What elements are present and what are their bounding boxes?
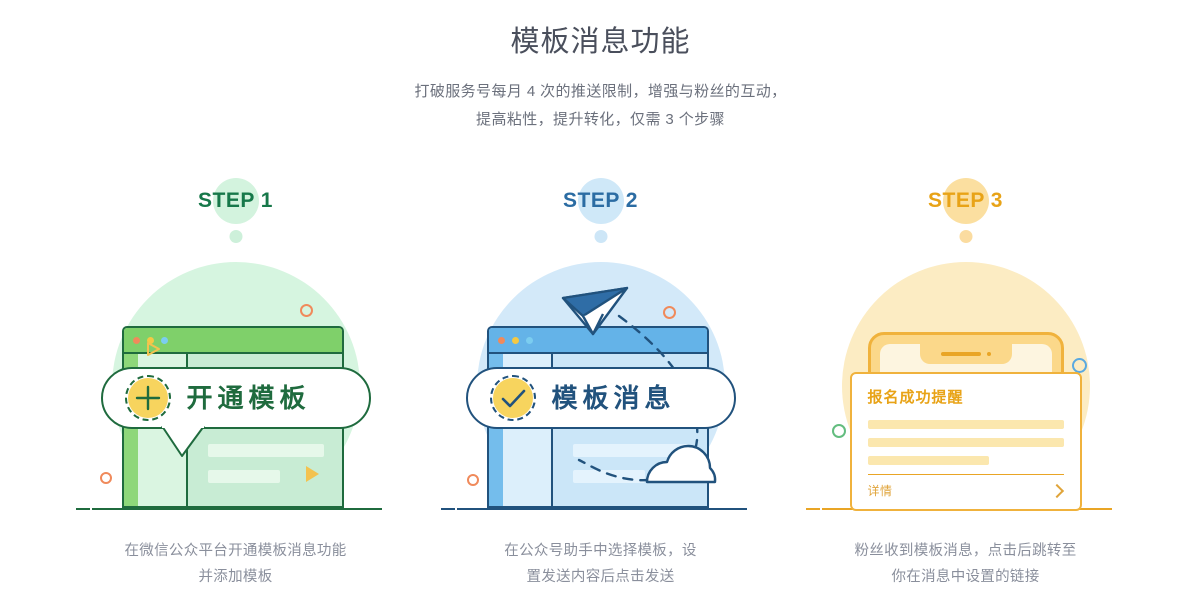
step-caption-3: 粉丝收到模板消息，点击后跳转至 你在消息中设置的链接 bbox=[816, 538, 1116, 590]
notification-text-placeholder bbox=[867, 420, 1064, 429]
step-badge-dot-icon bbox=[959, 230, 972, 243]
callout-tail bbox=[160, 424, 205, 457]
subtitle-line-1: 打破服务号每月 4 次的推送限制，增强与粉丝的互动， bbox=[414, 83, 787, 100]
camera-icon bbox=[986, 352, 991, 356]
plus-icon bbox=[124, 375, 171, 421]
check-icon bbox=[489, 375, 536, 421]
window-close-dot-icon bbox=[497, 336, 505, 344]
step-caption-1: 在微信公众平台开通模板消息功能 并添加模板 bbox=[86, 538, 386, 590]
ground-dash bbox=[75, 508, 90, 510]
page-title: 模板消息功能 bbox=[510, 26, 691, 58]
step-badge-circle-icon bbox=[942, 178, 989, 224]
notification-title: 报名成功提醒 bbox=[867, 389, 964, 406]
deco-ring-orange-2-icon bbox=[99, 472, 112, 484]
window-maximize-dot-icon bbox=[160, 336, 168, 344]
step-label-1: STEP 1 bbox=[198, 189, 273, 212]
step-badge-circle-icon bbox=[577, 178, 624, 224]
notification-detail-link[interactable]: 详情 bbox=[867, 484, 893, 498]
deco-ring-orange-icon bbox=[299, 304, 313, 317]
window-close-dot-icon bbox=[132, 336, 140, 344]
step-badge-dot-icon bbox=[594, 230, 607, 243]
callout-pill-label: 模板消息 bbox=[551, 383, 676, 413]
step-badge-dot-icon bbox=[229, 230, 242, 243]
ground-dash bbox=[440, 508, 455, 510]
chevron-right-icon bbox=[1049, 483, 1064, 498]
callout-pill-label: 开通模板 bbox=[186, 383, 311, 413]
content-placeholder-bar bbox=[207, 470, 280, 483]
phone-notch bbox=[919, 344, 1012, 364]
deco-ring-orange-2-icon bbox=[466, 474, 479, 486]
content-placeholder-bar bbox=[207, 444, 324, 457]
notification-text-placeholder bbox=[867, 438, 1064, 447]
caption-line-2: 你在消息中设置的链接 bbox=[891, 569, 1040, 585]
ground-line bbox=[456, 508, 747, 510]
page-subtitle: 打破服务号每月 4 次的推送限制，增强与粉丝的互动， 提高粘性，提升转化，仅需 … bbox=[0, 78, 1201, 134]
step-illustration-2: 模板消息 bbox=[440, 254, 751, 524]
caption-line-1: 在微信公众平台开通模板消息功能 bbox=[124, 543, 347, 559]
step-card-3: STEP 3 bbox=[783, 178, 1148, 590]
deco-ring-green-icon bbox=[831, 424, 846, 438]
step-label-3: STEP 3 bbox=[928, 189, 1003, 212]
window-maximize-dot-icon bbox=[525, 336, 533, 344]
paper-plane-icon bbox=[561, 286, 628, 336]
step-caption-2: 在公众号助手中选择模板，设 置发送内容后点击发送 bbox=[451, 538, 751, 590]
notification-text-placeholder bbox=[867, 456, 990, 465]
caption-line-1: 在公众号助手中选择模板，设 bbox=[504, 543, 697, 559]
step-badge-1: STEP 1 bbox=[156, 178, 316, 248]
notification-footer[interactable]: 详情 bbox=[868, 475, 1064, 499]
step-badge-2: STEP 2 bbox=[521, 178, 681, 248]
cloud-icon bbox=[645, 444, 716, 484]
notification-card[interactable]: 报名成功提醒 详情 bbox=[849, 372, 1082, 511]
speaker-icon bbox=[940, 352, 981, 356]
caption-line-1: 粉丝收到模板消息，点击后跳转至 bbox=[854, 543, 1077, 559]
step-illustration-1: 开通模板 bbox=[75, 254, 386, 524]
step-badge-3: STEP 3 bbox=[886, 178, 1046, 248]
deco-ring-orange-icon bbox=[662, 306, 676, 319]
page-header: 模板消息功能 打破服务号每月 4 次的推送限制，增强与粉丝的互动， 提高粘性，提… bbox=[0, 22, 1201, 134]
step-card-2: STEP 2 bbox=[418, 178, 783, 590]
step-illustration-3: 报名成功提醒 详情 bbox=[805, 254, 1116, 524]
play-triangle-icon bbox=[305, 466, 319, 482]
send-animation-group bbox=[561, 286, 716, 484]
ground-line bbox=[91, 508, 382, 510]
browser-titlebar bbox=[123, 328, 342, 354]
step-label-2: STEP 2 bbox=[563, 189, 638, 212]
ground-dash bbox=[805, 508, 820, 510]
callout-pill-2[interactable]: 模板消息 bbox=[465, 367, 736, 429]
browser-column-divider bbox=[550, 354, 553, 506]
caption-line-2: 并添加模板 bbox=[198, 569, 273, 585]
subtitle-line-2: 提高粘性，提升转化，仅需 3 个步骤 bbox=[476, 111, 725, 128]
content-placeholder-bar bbox=[572, 444, 689, 457]
step-badge-circle-icon bbox=[212, 178, 259, 224]
caption-line-2: 置发送内容后点击发送 bbox=[526, 569, 675, 585]
steps-row: STEP 1 bbox=[0, 178, 1201, 590]
window-minimize-dot-icon bbox=[146, 336, 154, 344]
browser-titlebar bbox=[488, 328, 707, 354]
notification-divider bbox=[867, 474, 1064, 475]
window-minimize-dot-icon bbox=[511, 336, 519, 344]
callout-pill-1[interactable]: 开通模板 bbox=[100, 367, 371, 429]
deco-ring-blue-icon bbox=[1071, 358, 1087, 373]
step-card-1: STEP 1 bbox=[53, 178, 418, 590]
deco-triangle-outline-icon bbox=[146, 342, 160, 356]
